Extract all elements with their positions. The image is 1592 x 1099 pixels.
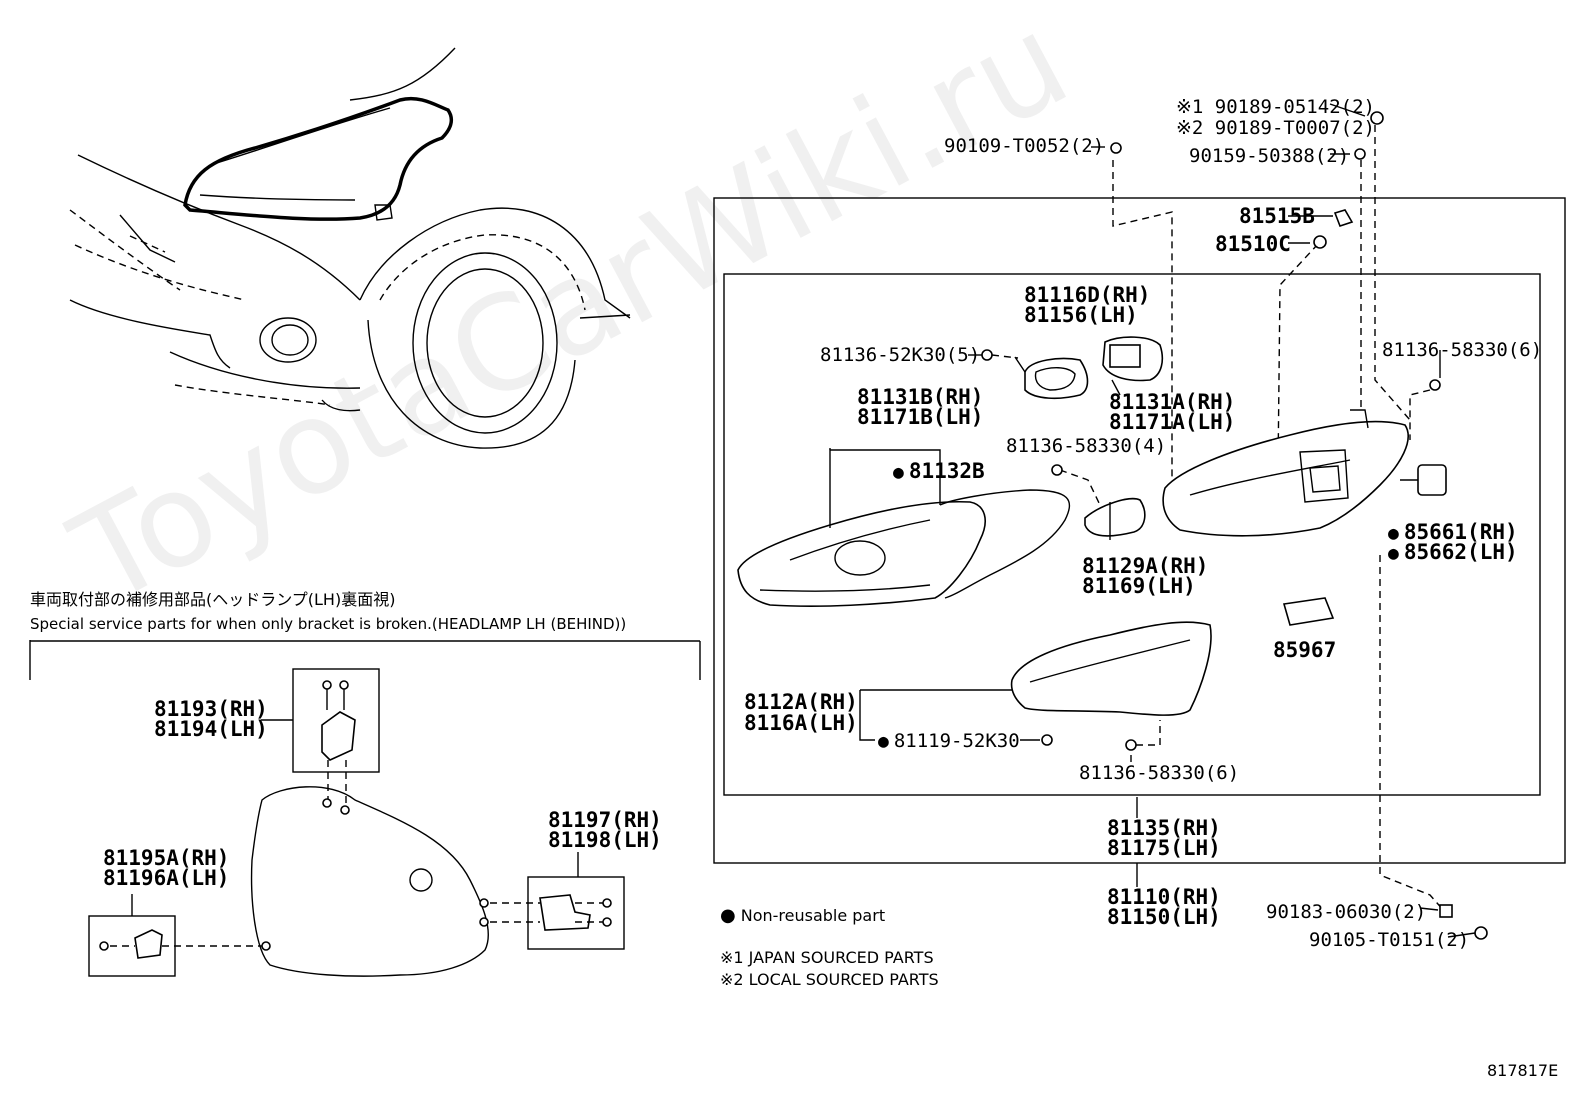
part-label-81515B: 81515B <box>1239 204 1315 228</box>
part-label-81194: 81194(LH) <box>154 717 268 741</box>
part-label-90189-05142: ※1 90189-05142(2) <box>1176 96 1375 118</box>
part-label-81198: 81198(LH) <box>548 828 662 852</box>
part-label-81150: 81150(LH) <box>1107 905 1221 929</box>
part-label-81136-58330-6b: 81136-58330(6) <box>1079 762 1240 784</box>
part-label-81116D: 81116D(RH) <box>1024 283 1151 307</box>
part-label-81131B: 81131B(RH) <box>857 385 984 409</box>
part-label-81171B: 81171B(LH) <box>857 405 984 429</box>
subassembly-frame <box>723 273 1541 796</box>
part-label-81156: 81156(LH) <box>1024 303 1138 327</box>
part-label-81136-52K30: 81136-52K30(5) <box>820 344 981 366</box>
part-label-81195A: 81195A(RH) <box>103 846 230 870</box>
inset-title-en: Special service parts for when only brac… <box>30 615 627 633</box>
part-label-81131A: 81131A(RH) <box>1109 390 1236 414</box>
part-label-81136-58330-6a: 81136-58330(6) <box>1382 339 1543 361</box>
part-label-81171A: 81171A(LH) <box>1109 410 1236 434</box>
part-label-8116A: 8116A(LH) <box>744 711 858 735</box>
part-label-81196A: 81196A(LH) <box>103 866 230 890</box>
part-label-81129A: 81129A(RH) <box>1082 554 1209 578</box>
part-label-90189-T0007: ※2 90189-T0007(2) <box>1176 117 1375 139</box>
part-label-90105-T0151: 90105-T0151(2) <box>1309 929 1470 951</box>
part-label-85662: 85662(LH) <box>1388 542 1518 563</box>
legend-note-1: ※1 JAPAN SOURCED PARTS <box>720 948 934 967</box>
figure-code: 817817E <box>1487 1061 1559 1080</box>
part-label-90183-06030: 90183-06030(2) <box>1266 901 1427 923</box>
part-label-8112A: 8112A(RH) <box>744 690 858 714</box>
part-label-85661: 85661(RH) <box>1388 522 1518 543</box>
legend-note-2: ※2 LOCAL SOURCED PARTS <box>720 970 939 989</box>
part-label-90159-50388: 90159-50388(2) <box>1189 145 1350 167</box>
inset-title-jp: 車両取付部の補修用部品(ヘッドランプ(LH)裏面視) <box>30 590 396 609</box>
vehicle-overview <box>69 47 631 449</box>
part-label-81197: 81197(RH) <box>548 808 662 832</box>
inset-drawing <box>29 640 701 977</box>
part-label-81110: 81110(RH) <box>1107 885 1221 909</box>
part-label-81136-58330-4: 81136-58330(4) <box>1006 435 1167 457</box>
part-label-85967: 85967 <box>1273 638 1337 662</box>
legend-non-reusable: Non-reusable part <box>720 907 885 925</box>
assembly-frame <box>713 197 1566 864</box>
part-label-81175: 81175(LH) <box>1107 836 1221 860</box>
part-label-81169: 81169(LH) <box>1082 574 1196 598</box>
part-label-81510C: 81510C <box>1215 232 1291 256</box>
part-label-81135: 81135(RH) <box>1107 816 1221 840</box>
part-label-81119-52K30: 81119-52K30 <box>878 732 1020 751</box>
part-label-81193: 81193(RH) <box>154 697 268 721</box>
part-label-81132B: 81132B <box>893 461 985 482</box>
part-label-90109-T0052: 90109-T0052(2) <box>944 135 1105 157</box>
